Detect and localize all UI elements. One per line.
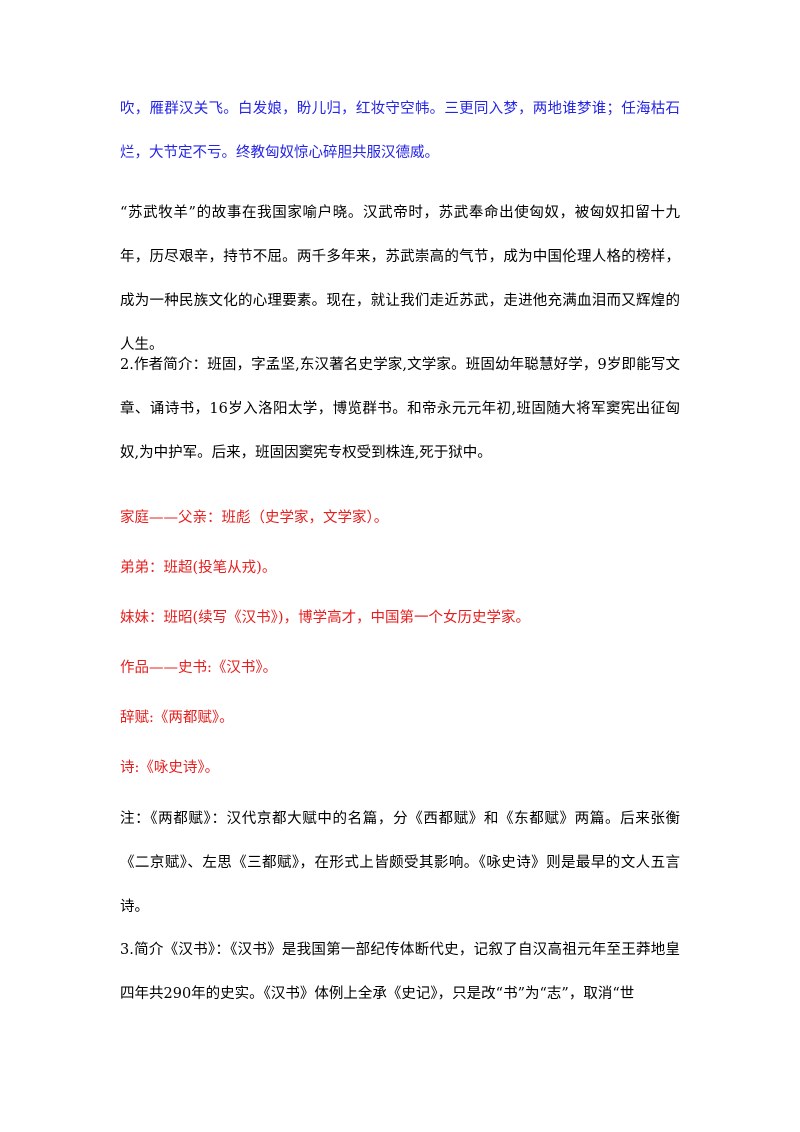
author-intro-paragraph: 2.作者简介：班固，字孟坚,东汉著名史学家,文学家。班固幼年聪慧好学，9岁即能写… [120,357,680,461]
works-history-line: 作品——史书:《汉书》。 [120,660,278,676]
poem-paragraph: 吹，雁群汉关飞。白发娘，盼儿归，红妆守空帏。三更同入梦，两地谁梦谁；任海枯石烂，… [120,101,680,161]
works-poem-line: 诗:《咏史诗》。 [120,760,220,776]
family-sister-line: 妹妹：班昭(续写《汉书》)，博学高才，中国第一个女历史学家。 [120,610,531,626]
hanshu-intro-paragraph: 3.简介《汉书》：《汉书》是我国第一部纪传体断代史，记叙了自汉高祖元年至王莽地皇… [120,942,680,1002]
family-father-line: 家庭——父亲：班彪（史学家，文学家）。 [120,510,389,526]
intro-paragraph: “苏武牧羊”的故事在我国家喻户晓。汉武帝时，苏武奉命出使匈奴，被匈奴扣留十九年，… [120,205,680,353]
family-brother-line: 弟弟：班超(投笔从戎)。 [120,560,277,576]
note-paragraph: 注：《两都赋》：汉代京都大赋中的名篇，分《西都赋》和《东都赋》两篇。后来张衡《二… [120,811,680,915]
works-fu-line: 辞赋:《两都赋》。 [120,710,234,726]
